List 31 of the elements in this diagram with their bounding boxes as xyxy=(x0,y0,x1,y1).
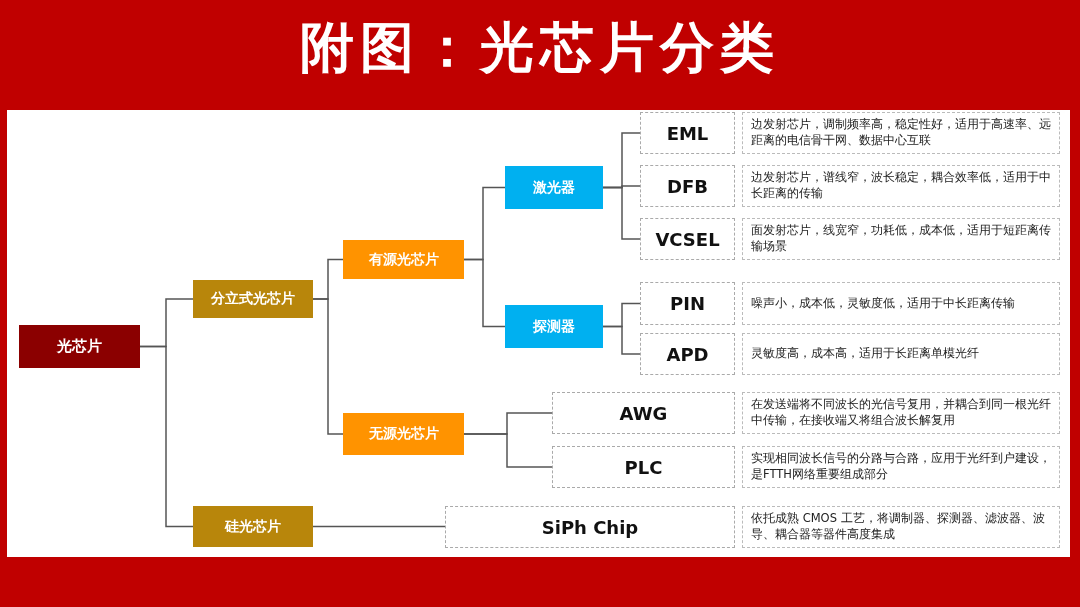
connector-line xyxy=(602,325,641,355)
title: 附图：光芯片分类 xyxy=(300,16,780,79)
category-box: 分立式光芯片 xyxy=(193,280,313,318)
description-box: 面发射芯片，线宽窄，功耗低，成本低，适用于短距离传输场景 xyxy=(742,218,1060,260)
description-box: 灵敏度高，成本高，适用于长距离单模光纤 xyxy=(742,333,1060,375)
connector-line xyxy=(602,186,641,240)
category-box: 硅光芯片 xyxy=(193,506,313,547)
description-box: 边发射芯片，谱线窄，波长稳定，耦合效率低，适用于中长距离的传输 xyxy=(742,165,1060,207)
category-box: 激光器 xyxy=(505,166,603,209)
type-box: PLC xyxy=(552,446,735,488)
category-box: 光芯片 xyxy=(19,325,140,368)
category-box: 有源光芯片 xyxy=(343,240,464,279)
type-box: EML xyxy=(640,112,735,154)
type-box: AWG xyxy=(552,392,735,434)
connector-line xyxy=(463,433,553,468)
type-box: PIN xyxy=(640,282,735,325)
description-box: 噪声小，成本低，灵敏度低，适用于中长距离传输 xyxy=(742,282,1060,325)
type-box: SiPh Chip xyxy=(445,506,735,548)
connector-line xyxy=(312,525,446,528)
type-box: VCSEL xyxy=(640,218,735,260)
category-box: 探测器 xyxy=(505,305,603,348)
description-box: 依托成熟 CMOS 工艺，将调制器、探测器、滤波器、波导、耦合器等器件高度集成 xyxy=(742,506,1060,548)
type-box: APD xyxy=(640,333,735,375)
connector-line xyxy=(312,298,344,435)
connector-line xyxy=(139,345,194,528)
description-box: 实现相同波长信号的分路与合路，应用于光纤到户建设，是FTTH网络重要组成部分 xyxy=(742,446,1060,488)
connector-line xyxy=(463,258,506,328)
description-box: 在发送端将不同波长的光信号复用，并耦合到同一根光纤中传输，在接收端又将组合波长解复用 xyxy=(742,392,1060,434)
description-box: 边发射芯片，调制频率高，稳定性好，适用于高速率、远距离的电信骨干网、数据中心互联 xyxy=(742,112,1060,154)
category-box: 无源光芯片 xyxy=(343,413,464,455)
type-box: DFB xyxy=(640,165,735,207)
